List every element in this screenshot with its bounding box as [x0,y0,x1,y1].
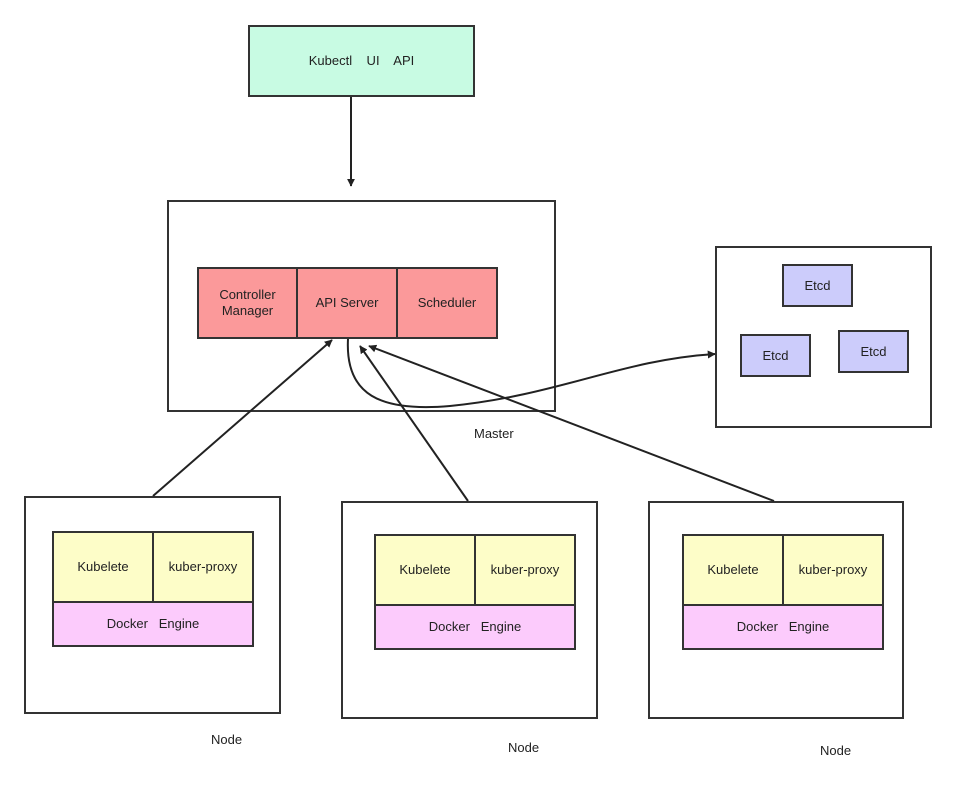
arrow-node-2-to-api-server [359,345,469,502]
controller-manager: Controller Manager [197,267,298,339]
node-3-kubelet: Kubelete [682,534,784,606]
client-label: Kubectl UI API [308,53,415,68]
node-2-kubelet-label: Kubelete [399,562,451,577]
node-3-kube-proxy-label: kuber-proxy [798,562,868,577]
master-label: Master [474,426,514,441]
node-1-kubelet-label: Kubelete [77,559,129,574]
node-1-kube-proxy-label: kuber-proxy [168,559,238,574]
node-3-docker-engine: Docker Engine [682,604,884,650]
etcd-3-label: Etcd [860,343,887,359]
node-2-kubelet: Kubelete [374,534,476,606]
node-1-docker-engine: Docker Engine [52,601,254,647]
node-3-kubelet-label: Kubelete [707,562,759,577]
etcd-1-label: Etcd [804,277,831,293]
node-2-docker-engine-label: Docker Engine [428,619,522,634]
node-3-docker-engine-label: Docker Engine [736,619,830,634]
node-1-docker-engine-label: Docker Engine [106,616,200,631]
node-1-label: Node [211,732,243,747]
node-2-kube-proxy-label: kuber-proxy [490,562,560,577]
node-3-label: Node [820,743,852,758]
etcd-2: Etcd [740,334,811,377]
arrow-api-server-to-etcd [346,338,716,409]
scheduler: Scheduler [396,267,498,339]
node-2-kube-proxy: kuber-proxy [474,534,576,606]
arrow-node-1-to-api-server [152,339,333,497]
api-server: API Server [296,267,398,339]
client-box: Kubectl UI API [248,25,475,97]
node-2-docker-engine: Docker Engine [374,604,576,650]
api-server-label: API Server [315,295,379,310]
node-1-kube-proxy: kuber-proxy [152,531,254,603]
etcd-1: Etcd [782,264,853,307]
node-3-kube-proxy: kuber-proxy [782,534,884,606]
arrow-node-3-to-api-server [368,344,775,502]
node-2-label: Node [508,740,540,755]
etcd-2-label: Etcd [762,347,789,363]
controller-manager-label: Controller Manager [219,287,276,318]
etcd-3: Etcd [838,330,909,373]
scheduler-label: Scheduler [417,295,477,310]
